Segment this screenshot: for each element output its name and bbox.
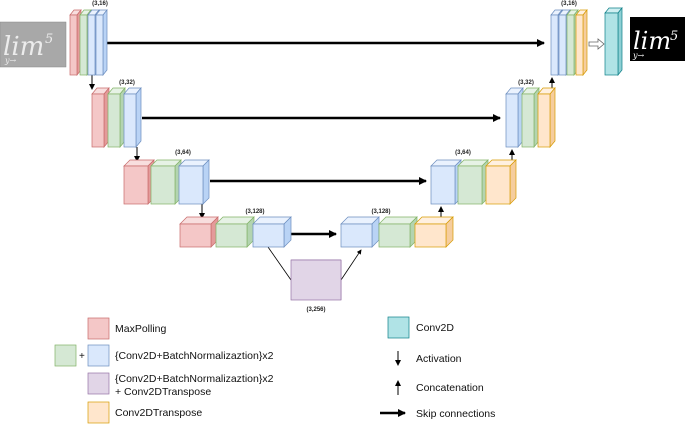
bottleneck-in-line (267, 246, 292, 281)
output-image-superscript: 5 (670, 29, 678, 44)
final-conv2d (604, 7, 623, 76)
input-image-text: lim (3, 32, 44, 62)
dim-label-enc3: (3,64) (175, 150, 191, 156)
dim-label-bottleneck: (3,256) (306, 307, 325, 313)
dec2-convbn (505, 87, 524, 148)
legend-bottleneck-label-2: + Conv2DTranspose (115, 386, 211, 398)
dec2-transpose (537, 87, 556, 148)
bottleneck-block (290, 259, 342, 301)
legend-conv2d-label: Conv2D (416, 322, 454, 334)
enc2-conv (107, 87, 126, 148)
legend-bottleneck-label-1: {Conv2D+BatchNormalizaztion}x2 (115, 373, 274, 385)
enc4-conv (215, 216, 255, 248)
enc3-maxpool (123, 159, 155, 205)
enc4-convbn (252, 216, 292, 248)
legend-convbn-label: {Conv2D+BatchNormalizaztion}x2 (115, 350, 274, 362)
legend-bottleneck-swatch (87, 372, 110, 395)
legend-plus: + (79, 351, 85, 362)
connections (89, 38, 605, 281)
dim-label-dec2: (3,32) (518, 80, 534, 86)
dim-label-dec3: (3,64) (455, 150, 471, 156)
enc4-maxpool (179, 216, 219, 248)
dec4-convbn (340, 216, 380, 248)
dim-label-enc2: (3,32) (119, 80, 135, 86)
legend-conv-swatch (54, 344, 77, 367)
legend-convbn-swatch (87, 344, 110, 367)
legend-transpose-label: Conv2DTranspose (115, 407, 202, 419)
dec3-conv (457, 159, 489, 205)
output-arrow-icon (588, 38, 605, 50)
bottleneck-out-arrow (340, 249, 362, 281)
enc3-conv (150, 159, 182, 205)
legend-maxpool-label: MaxPolling (115, 323, 167, 335)
enc1-maxpool (69, 9, 82, 76)
dim-label-enc4: (3,128) (245, 209, 264, 215)
dim-label-enc1: (3,16) (92, 1, 108, 7)
dec4-transpose (414, 216, 454, 248)
output-image-text: lim (633, 27, 671, 55)
legend-maxpool-swatch (87, 317, 110, 340)
enc2-maxpool (91, 87, 110, 148)
legend-activation-label: Activation (416, 353, 462, 365)
dim-label-dec4: (3,128) (371, 209, 390, 215)
legend: MaxPolling + {Conv2D+BatchNormalizaztion… (54, 316, 495, 424)
output-image: lim 5 y→ (630, 17, 685, 61)
enc2-convbn (123, 87, 142, 148)
blocks: (3,16) (3,32) (3,64) (3,128) (3,256) (3,128) (… (69, 1, 623, 313)
legend-conv2d-swatch (387, 316, 410, 339)
dec4-conv (378, 216, 418, 248)
dec3-transpose (485, 159, 517, 205)
enc1-convbn-2 (95, 9, 108, 76)
legend-concatenation-label: Concatenation (416, 382, 484, 394)
enc3-convbn (178, 159, 210, 205)
dec3-convbn (430, 159, 462, 205)
legend-transpose-swatch (87, 401, 110, 424)
legend-skip-label: Skip connections (416, 408, 495, 420)
input-image-superscript: 5 (45, 32, 53, 47)
dim-label-dec1: (3,16) (561, 1, 577, 7)
input-image: lim 5 y→ (0, 21, 67, 68)
input-image-subscript: y→ (4, 56, 17, 65)
dec2-conv (521, 87, 540, 148)
output-image-subscript: y→ (632, 51, 645, 60)
dec1-transpose (575, 9, 588, 76)
